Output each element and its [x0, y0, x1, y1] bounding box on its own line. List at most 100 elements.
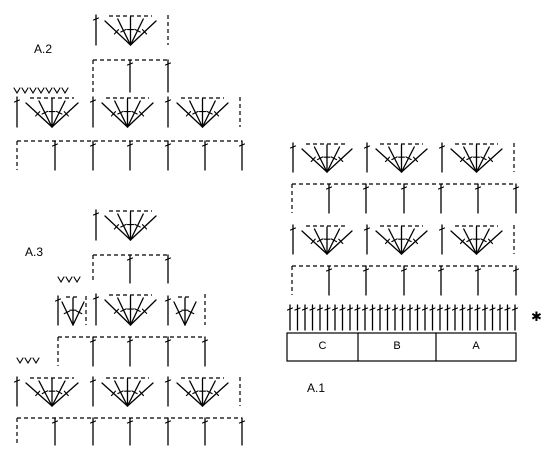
a1-fan-2-1-fan-stitch — [313, 228, 328, 255]
a1-fan-1-3-fan-stitch-bar — [487, 156, 494, 163]
diagram-label-a2: A.2 — [34, 42, 53, 56]
a3-mid-fan-fan-stitch-bar — [113, 308, 120, 314]
a2-fan-mid-fan-stitch-bar — [131, 110, 138, 115]
a1-repeat-bracket — [286, 332, 517, 362]
a1-foundation-treble-3-bar — [309, 307, 316, 311]
a3-mid-fan-fan-stitch-bar — [134, 308, 141, 312]
a1-foundation-treble-2-bar — [301, 307, 309, 311]
a1-fan-2-1-fan-stitch — [301, 230, 328, 255]
a3-partial-left-treble-bar — [54, 298, 62, 302]
a2-increase-v — [13, 87, 18, 94]
a1-foundation-treble-4-bar — [316, 307, 324, 311]
a1-fan-1-1-fan-stitch-bar — [338, 156, 344, 163]
segment-label-b: B — [393, 340, 401, 352]
a3-increase-1-v — [57, 276, 62, 283]
a1-fan-1-3-fan-stitch — [450, 148, 478, 173]
a2-fan-mid-fan-stitch-bar — [117, 110, 124, 115]
a1-fan-2-1-fan-stitch — [326, 228, 341, 255]
a1-fan-1-3-fan-stitch — [475, 146, 490, 173]
a1-fan-1-3-fan-stitch-bar — [466, 156, 473, 161]
a1-foundation-treble-20-bar — [436, 307, 444, 311]
a1-fan-1-2-fan-stitch — [375, 148, 403, 173]
a1-foundation-treble-19-bar — [429, 307, 436, 311]
a1-fan-1-2-left-treble-bar — [363, 145, 371, 149]
a1-chain-row-1-treble-1-bar — [362, 186, 370, 190]
a2-fan-right-fan-stitch-bar — [185, 111, 192, 117]
a3-fan-mid-left-treble-bar — [89, 379, 97, 383]
a3-chain-row-2-treble-1-bar — [126, 339, 134, 343]
a3-fan-right-fan-stitch-bar — [213, 390, 220, 397]
a2-increase-v — [56, 87, 61, 94]
a3-fan-mid-fan-stitch-bar — [110, 390, 117, 397]
a2-increase-v — [21, 87, 26, 94]
a1-fan-2-1-fan-stitch — [326, 230, 353, 255]
a1-fan-2-3-fan-stitch — [450, 230, 478, 255]
a1-chain-row-1-treble-3-bar — [437, 186, 445, 190]
a1-foundation-treble-0-bar — [286, 307, 294, 311]
a3-fan-left-fan-stitch — [38, 380, 53, 407]
a1-fan-2-3-fan-stitch — [475, 230, 503, 255]
a1-fan-1-1-fan-stitch-bar — [310, 156, 316, 163]
a2-fan-right-fan-stitch — [189, 100, 204, 128]
a3-increase-2-v — [32, 357, 37, 364]
a3-partial-left-fan-stitch-bar — [75, 310, 83, 315]
a3-top-fan-block-fan-stitch-bar — [120, 223, 127, 228]
a3-fan-left-fan-stitch — [51, 380, 66, 407]
a1-fan-2-2-fan-stitch — [375, 230, 403, 255]
a2-fan-right-fan-stitch-bar — [206, 110, 213, 115]
a1-foundation-treble-28-bar — [496, 307, 504, 311]
a3-fan-mid-fan-stitch — [126, 380, 141, 407]
a1-fan-1-3-left-treble-bar — [438, 145, 446, 149]
a3-partial-right-fan-stitch-bar — [187, 310, 195, 315]
a3-chain-row-2-treble-0-bar — [89, 339, 97, 343]
a1-foundation-treble-24-bar — [466, 307, 474, 311]
a3-fan-right-fan-stitch-bar — [192, 390, 199, 395]
a2-fan-mid-left-treble-bar — [89, 99, 97, 103]
a3-fan-left-fan-stitch-bar — [41, 390, 49, 395]
a3-fan-right-fan-stitch-bar — [206, 390, 213, 395]
a1-foundation-treble-29-bar — [504, 307, 511, 311]
a1-fan-2-3-left-treble-bar — [438, 227, 446, 231]
a3-chain-row-2-treble-3-bar — [201, 339, 209, 343]
a3-fan-mid-fan-stitch-bar — [131, 390, 138, 395]
diagram-label-a1: A.1 — [307, 381, 326, 395]
a3-partial-left-fan-stitch — [61, 301, 74, 326]
a1-fan-1-2-fan-stitch-bar — [405, 156, 412, 161]
a1-fan-1-1-fan-stitch-bar — [330, 156, 338, 161]
a1-fan-2-1-fan-stitch-bar — [310, 238, 316, 245]
a2-increase-v — [32, 87, 37, 94]
a3-fan-left-left-treble-bar — [13, 379, 21, 383]
a2-fan-mid-fan-stitch-bar — [110, 111, 117, 117]
a2-increase-v — [16, 87, 21, 94]
a1-fan-2-3-fan-stitch — [475, 228, 490, 255]
a3-fan-left-fan-stitch-bar — [35, 390, 41, 397]
a3-increase-1-v — [73, 276, 78, 283]
a2-increase-v — [64, 87, 69, 94]
a1-chain-row-2-treble-1-bar — [362, 268, 370, 272]
a2-increase-v — [24, 87, 29, 94]
a1-fan-2-2-fan-stitch — [400, 228, 415, 255]
a3-partial-right-fan-stitch-bar — [175, 310, 183, 315]
a2-fan-left-fan-stitch-bar — [35, 111, 41, 117]
a2-top-fan-block-fan-stitch-bar — [134, 28, 141, 33]
a3-top-fan-block-fan-stitch — [117, 213, 132, 241]
a3-bottom-chain-treble-2-bar — [126, 420, 134, 424]
a1-foundation-treble-15-bar — [399, 307, 406, 311]
a3-fan-mid-fan-stitch — [101, 382, 129, 407]
a1-fan-1-2-fan-stitch — [388, 146, 403, 173]
a1-fan-2-2-fan-stitch-bar — [405, 238, 412, 243]
a2-fan-left-fan-stitch-bar — [55, 110, 63, 115]
a1-fan-2-3-fan-stitch-bar — [459, 238, 466, 245]
a1-foundation-treble-22-bar — [451, 307, 459, 311]
a3-mid-fan-fan-stitch-bar — [120, 308, 127, 312]
a2-top-fan-block-fan-stitch-bar — [120, 28, 127, 33]
a2-bottom-chain-treble-5-bar — [238, 143, 246, 147]
a1-foundation-treble-27-bar — [489, 307, 496, 311]
a3-mid-fan-fan-stitch — [117, 297, 132, 326]
a3-partial-right-fan-stitch — [184, 301, 197, 326]
a2-fan-mid-fan-stitch — [126, 100, 141, 128]
a1-foundation-treble-18-bar — [421, 307, 429, 311]
a1-fan-2-1-fan-stitch-bar — [316, 238, 324, 243]
a1-chain-row-1-treble-2-bar — [400, 186, 408, 190]
